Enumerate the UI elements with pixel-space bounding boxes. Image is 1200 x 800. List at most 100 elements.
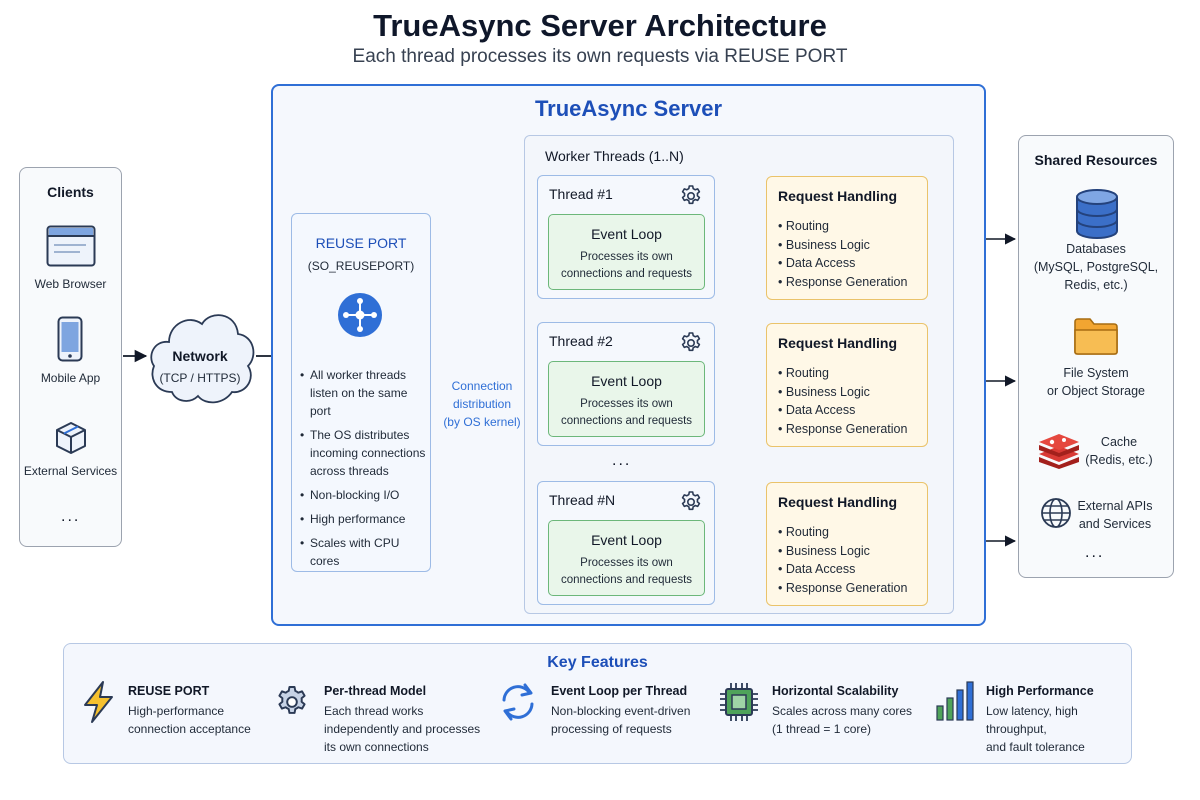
- request-handling-item: Response Generation: [778, 273, 908, 292]
- lightning-icon: [84, 681, 113, 723]
- request-handling-item: Routing: [778, 364, 907, 383]
- gear-icon: [681, 185, 701, 205]
- reuse-port-bullet: All worker threads listen on the same po…: [300, 366, 430, 420]
- event-loop-desc: Processes its own connections and reques…: [549, 249, 704, 283]
- folder-icon: [1074, 318, 1118, 355]
- feature-desc: Each thread works independently and proc…: [324, 702, 480, 756]
- request-handling-item: Data Access: [778, 401, 907, 420]
- reuse-port-title: REUSE PORT: [315, 235, 407, 251]
- page-subtitle: Each thread processes its own requests v…: [352, 46, 848, 67]
- request-handling-box: Request Handling Routing Business Logic …: [766, 176, 928, 300]
- feature-desc-line: connection acceptance: [128, 722, 251, 736]
- request-handling-box: Request Handling Routing Business Logic …: [766, 482, 928, 606]
- event-loop-desc-line: Processes its own: [580, 398, 673, 410]
- feature-desc: Scales across many cores (1 thread = 1 c…: [772, 702, 912, 738]
- feature-desc-line: independently and processes: [324, 722, 481, 736]
- threads-more: ...: [612, 452, 632, 469]
- feature-desc: High-performance connection acceptance: [128, 702, 251, 738]
- feature-desc: Low latency, high throughput, and fault …: [986, 702, 1131, 756]
- worker-threads-title: Worker Threads (1..N): [545, 148, 684, 164]
- gear-icon: [278, 686, 306, 714]
- event-loop-box: Event Loop Processes its own connections…: [548, 520, 705, 596]
- event-loop-desc-line: connections and requests: [560, 415, 693, 427]
- feature-desc-line: Scales across many cores: [772, 704, 913, 718]
- reuse-port-subtitle: (SO_REUSEPORT): [307, 259, 415, 273]
- thread-title: Thread #N: [549, 492, 616, 508]
- feature-desc: Non-blocking event-driven processing of …: [551, 702, 690, 738]
- reuse-port-bullets: All worker threads listen on the same po…: [300, 366, 430, 576]
- databases-label: Databases (MySQL, PostgreSQL, Redis, etc…: [1019, 240, 1173, 294]
- reuse-port-bullet: The OS distributes incoming connections …: [300, 426, 430, 480]
- thread-n-box: Thread #N Event Loop Processes its own c…: [537, 481, 715, 605]
- event-loop-title: Event Loop: [591, 226, 662, 242]
- gear-icon: [681, 491, 701, 511]
- event-loop-desc-line: connections and requests: [560, 574, 693, 586]
- feature-desc-line: Each thread works: [324, 704, 424, 718]
- cpu-icon: [720, 683, 758, 721]
- key-features-title: Key Features: [547, 654, 648, 671]
- databases-label-line: Redis, etc.): [1064, 278, 1128, 292]
- request-handling-item: Routing: [778, 523, 907, 542]
- request-handling-list: Routing Business Logic Data Access Respo…: [778, 364, 908, 439]
- request-handling-box: Request Handling Routing Business Logic …: [766, 323, 928, 447]
- feature-title: REUSE PORT: [128, 684, 210, 698]
- external-apis-label-line: External APIs: [1077, 499, 1153, 513]
- databases-label-line: Databases: [1066, 242, 1126, 256]
- key-features-panel: Key Features REUSE PORT High-performance…: [63, 643, 1132, 764]
- globe-icon: [1041, 498, 1071, 528]
- thread-title: Thread #1: [549, 186, 613, 202]
- server-title: TrueAsync Server: [534, 96, 723, 121]
- cloud-icon: [150, 314, 255, 404]
- feature-desc-line: its own connections: [324, 740, 429, 754]
- request-handling-item: Business Logic: [778, 542, 907, 561]
- clients-more: ...: [61, 508, 81, 525]
- request-handling-item: Data Access: [778, 254, 907, 273]
- gear-icon: [681, 332, 701, 352]
- redis-cache-icon: [1039, 434, 1079, 469]
- request-handling-title: Request Handling: [778, 494, 898, 510]
- request-handling-list: Routing Business Logic Data Access Respo…: [778, 217, 908, 292]
- request-handling-item: Response Generation: [778, 420, 908, 439]
- cache-label-line: (Redis, etc.): [1085, 453, 1153, 467]
- request-handling-item: Response Generation: [778, 579, 908, 598]
- cache-label-line: Cache: [1100, 435, 1138, 449]
- external-apis-label: External APIs and Services: [1073, 497, 1157, 533]
- reuse-port-bullet: Non-blocking I/O: [300, 486, 430, 504]
- databases-label-line: (MySQL, PostgreSQL,: [1033, 260, 1159, 274]
- clients-panel: Clients Web Browser Mobile App External …: [19, 167, 122, 547]
- reuse-port-box: REUSE PORT (SO_REUSEPORT) All worker thr…: [291, 213, 431, 572]
- page-title: TrueAsync Server Architecture: [373, 8, 827, 43]
- connection-label-line: distribution: [452, 397, 512, 411]
- request-handling-list: Routing Business Logic Data Access Respo…: [778, 523, 908, 598]
- connection-distribution-label: Connection distribution (by OS kernel): [438, 377, 526, 431]
- feature-desc-line: High-performance: [128, 704, 225, 718]
- file-system-label: File System or Object Storage: [1019, 364, 1173, 400]
- event-loop-title: Event Loop: [591, 532, 662, 548]
- feature-title: High Performance: [986, 684, 1094, 698]
- thread-2-box: Thread #2 Event Loop Processes its own c…: [537, 322, 715, 446]
- mobile-phone-icon: [57, 316, 83, 362]
- cube-icon: [56, 422, 86, 454]
- network-subtitle: (TCP / HTTPS): [159, 371, 241, 385]
- event-loop-box: Event Loop Processes its own connections…: [548, 214, 705, 290]
- event-loop-desc: Processes its own connections and reques…: [549, 396, 704, 430]
- feature-desc-line: (1 thread = 1 core): [772, 722, 872, 736]
- network-title: Network: [172, 348, 228, 364]
- event-loop-desc: Processes its own connections and reques…: [549, 555, 704, 589]
- clients-title: Clients: [47, 184, 94, 200]
- request-handling-item: Business Logic: [778, 383, 907, 402]
- network-hub-icon: [338, 293, 382, 337]
- request-handling-item: Routing: [778, 217, 907, 236]
- refresh-icon: [502, 683, 534, 721]
- thread-1-box: Thread #1 Event Loop Processes its own c…: [537, 175, 715, 299]
- request-handling-title: Request Handling: [778, 335, 898, 351]
- database-icon: [1076, 189, 1118, 239]
- shared-resources-panel: Shared Resources Databases (MySQL, Postg…: [1018, 135, 1174, 578]
- feature-title: Horizontal Scalability: [772, 684, 899, 698]
- request-handling-item: Data Access: [778, 560, 907, 579]
- cache-label: Cache (Redis, etc.): [1063, 433, 1175, 469]
- connection-label-line: Connection: [451, 379, 513, 393]
- request-handling-title: Request Handling: [778, 188, 898, 204]
- event-loop-desc-line: connections and requests: [560, 268, 693, 280]
- feature-desc-line: processing of requests: [551, 722, 672, 736]
